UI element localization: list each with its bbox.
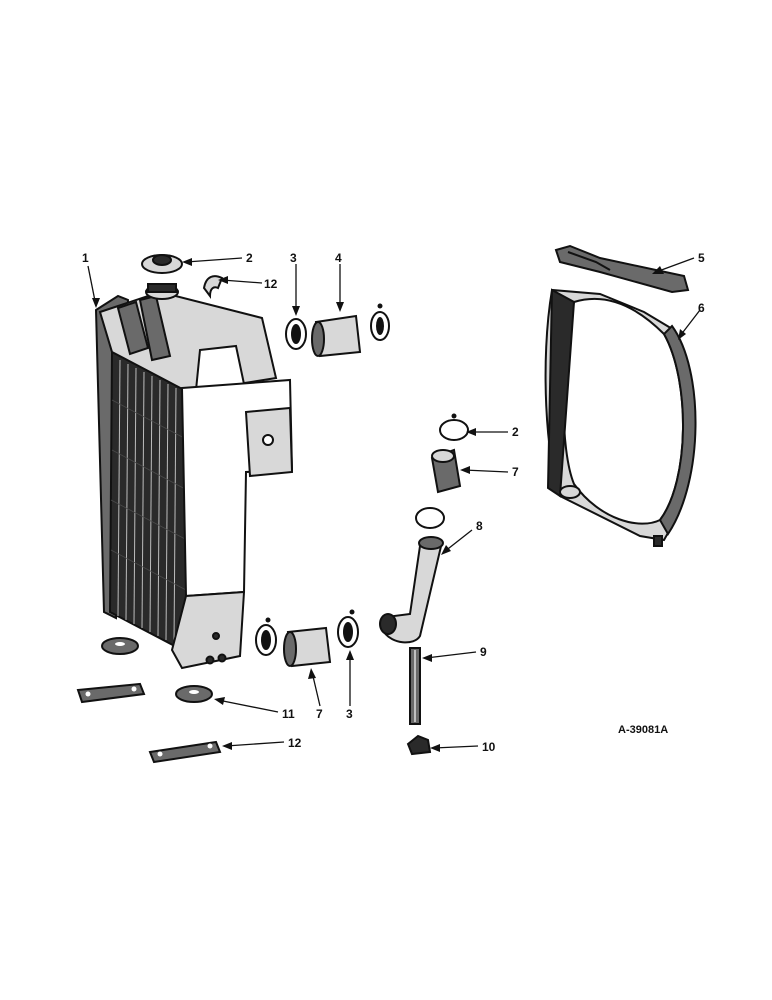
callout-9-pipe: 9: [480, 645, 487, 659]
callout-11-pad: 11: [282, 707, 295, 721]
support-straps: [76, 682, 222, 764]
leader-lines: [87, 257, 701, 752]
callout-5-support-bar: 5: [698, 251, 705, 265]
radiator-cap: [141, 254, 183, 274]
callout-3-upper-clamp: 3: [290, 251, 297, 265]
water-outlet-elbow: [379, 536, 444, 644]
drain-pipe: [409, 647, 421, 725]
callout-12-overflow: 12: [264, 277, 278, 291]
callout-3-lower-clamp: 3: [346, 707, 353, 721]
callout-12-strap: 12: [288, 736, 302, 750]
lower-hose-parts: [255, 609, 359, 668]
reference-code: A-39081A: [618, 724, 668, 736]
callout-2-clamp: 2: [512, 425, 519, 439]
callout-7-lower-hose: 7: [316, 707, 323, 721]
callout-4-upper-hose: 4: [335, 251, 342, 265]
upper-hose-parts: [285, 303, 390, 358]
shroud-support-bar: [554, 244, 690, 294]
callout-8-elbow: 8: [476, 519, 483, 533]
fan-shroud: [544, 288, 697, 547]
callout-1: 1: [82, 251, 89, 265]
drain-cock: [406, 734, 432, 756]
radiator-assembly: [94, 283, 294, 670]
callout-labels: 1 2 3 4 12 5 6 2 7 8 9 10 11 7 3 12: [82, 251, 705, 754]
overflow-pipe: [202, 275, 224, 299]
callout-7-hose: 7: [512, 465, 519, 479]
outlet-hose-parts: [415, 413, 469, 529]
callout-2-cap: 2: [246, 251, 253, 265]
callout-6-shroud: 6: [698, 301, 705, 315]
callout-10-drain-cock: 10: [482, 740, 496, 754]
mounting-pads: [101, 637, 213, 703]
